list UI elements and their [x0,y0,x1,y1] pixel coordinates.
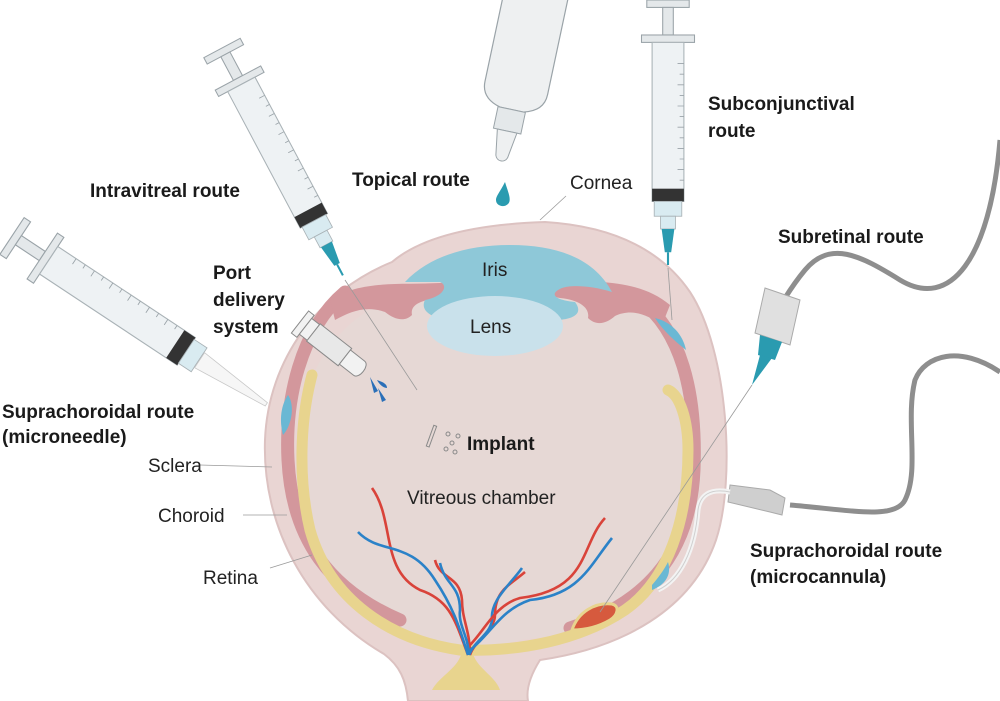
subconjunctival-syringe-icon [640,0,696,267]
ciliary-left [330,282,451,320]
suprachoroidal-microneedle-syringe-icon [0,211,268,412]
label-port-line1: Port [213,263,252,284]
label-lens: Lens [470,317,511,338]
label-implant: Implant [467,434,535,455]
leader-lines [199,195,753,613]
subretinal-cannula-icon [752,139,1000,385]
label-sclera: Sclera [148,456,202,477]
label-intravitreal-route: Intravitreal route [90,181,240,202]
subconjunctival-bleb [655,318,686,350]
label-suprachoroidal-microneedle-line1: Suprachoroidal route [2,402,194,423]
label-subconjunctival-route-line1: Subconjunctival [708,94,855,115]
port-delivery-device-icon [290,310,367,377]
macula [569,602,619,632]
implant-icon [425,424,461,455]
retina [296,369,694,656]
label-suprachoroidal-microneedle-line2: (microneedle) [2,427,127,448]
labels: Intravitreal route Topical route Cornea … [2,94,942,589]
drug-release-drops-icon [370,377,387,402]
label-vitreous-chamber: Vitreous chamber [407,488,556,509]
label-iris: Iris [482,260,507,281]
retinal-vessels [357,487,614,656]
label-cornea: Cornea [570,173,633,194]
label-port-line2: delivery [213,290,285,311]
label-suprachoroidal-microcannula-line2: (microcannula) [750,567,886,588]
label-retina: Retina [203,568,258,589]
suprachoroidal-microcannula-icon [656,353,1000,593]
optic-disc [432,650,500,690]
label-subretinal-route: Subretinal route [778,227,924,248]
eye-drop-bottle-icon [483,0,570,162]
intravitreal-syringe-icon [198,34,367,289]
ciliary-right [548,280,670,325]
suprachoroidal-bleb-left [280,395,292,435]
label-subconjunctival-route-line2: route [708,121,756,142]
eye [263,220,728,701]
lens [427,296,563,356]
label-port-line3: system [213,317,279,338]
label-topical-route: Topical route [352,170,470,191]
label-choroid: Choroid [158,506,225,527]
vitreous-chamber [300,284,703,646]
label-suprachoroidal-microcannula-line1: Suprachoroidal route [750,541,942,562]
eye-drop-icon [496,182,510,207]
suprachoroidal-bleb-right [652,562,670,590]
